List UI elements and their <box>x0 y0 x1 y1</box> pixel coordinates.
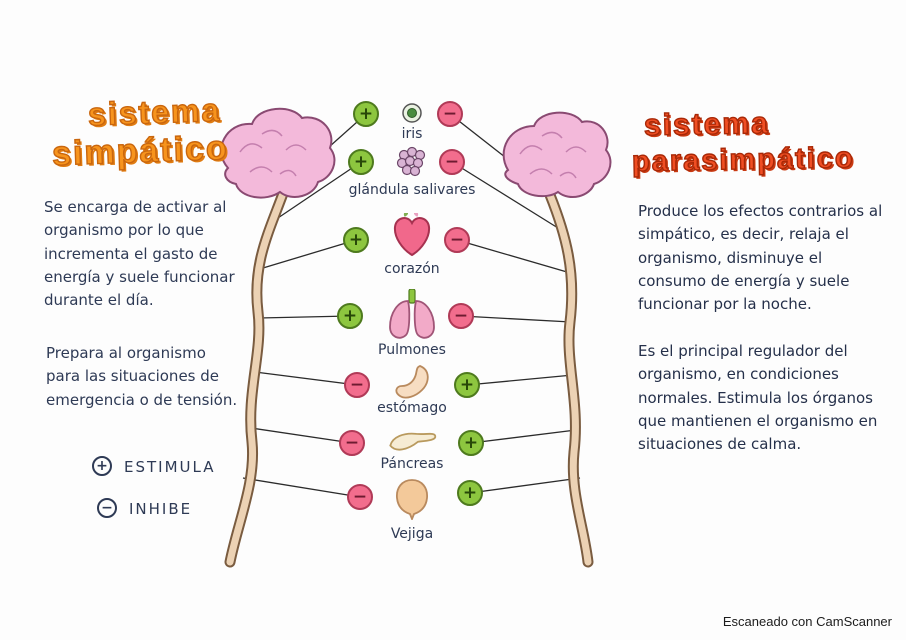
heart-inhibit-circle: − <box>444 227 470 253</box>
nerve-trunk-left <box>224 182 291 568</box>
minus-sign: − <box>453 306 469 326</box>
brain-left-icon <box>220 107 336 199</box>
plus-sign: + <box>348 230 364 250</box>
lungs-inhibit-circle: − <box>448 303 474 329</box>
bladder-stimulate-circle: + <box>457 480 483 506</box>
minus-sign: − <box>344 433 360 453</box>
left-title-line2: simpático <box>51 128 230 174</box>
plus-sign: + <box>358 104 374 124</box>
plus-sign: + <box>342 306 358 326</box>
legend-plus-icon: + <box>92 456 112 476</box>
legend-minus-icon: − <box>97 498 117 518</box>
legend-minus-symbol: − <box>101 500 113 516</box>
lungs-stimulate-circle: + <box>337 303 363 329</box>
iris-stimulate-circle: + <box>353 101 379 127</box>
brain-right-icon <box>502 111 612 199</box>
iris-inhibit-circle: − <box>437 101 463 127</box>
minus-sign: − <box>349 375 365 395</box>
right-paragraph-2: Es el principal regulador del organismo,… <box>638 342 878 453</box>
left-paragraph-1: Se encarga de activar al organismo por l… <box>44 198 235 309</box>
nerve-connectors-left <box>242 113 367 498</box>
lungs-label: Pulmones <box>378 342 446 358</box>
pancreas-icon <box>384 423 441 461</box>
heart-label: corazón <box>384 261 440 277</box>
stomach-inhibit-circle: − <box>344 372 370 398</box>
right-title-line2: parasimpático <box>631 141 856 178</box>
salivary-glands-label: glándula salivares <box>348 182 476 198</box>
bladder-label: Vejiga <box>390 526 434 542</box>
lungs-icon <box>384 288 440 345</box>
iris-icon <box>400 101 424 129</box>
salivary-stimulate-circle: + <box>348 149 374 175</box>
legend-plus-symbol: + <box>96 458 108 474</box>
plus-sign: + <box>353 152 369 172</box>
left-paragraph-2: Prepara al organismo para las situacione… <box>46 344 238 409</box>
iris-label: iris <box>401 126 423 142</box>
stomach-label: estómago <box>377 400 447 416</box>
plus-sign: + <box>459 375 475 395</box>
legend-stimulate-label: ESTIMULA <box>124 458 216 476</box>
minus-sign: − <box>442 104 458 124</box>
bladder-inhibit-circle: − <box>347 484 373 510</box>
nerve-trunk-right <box>544 189 594 568</box>
camscanner-note: Escaneado con CamScanner <box>722 614 892 629</box>
pancreas-label: Páncreas <box>380 456 444 472</box>
heart-stimulate-circle: + <box>343 227 369 253</box>
right-title-line1: sistema <box>643 106 771 143</box>
salivary-inhibit-circle: − <box>439 149 465 175</box>
stomach-stimulate-circle: + <box>454 372 480 398</box>
plus-sign: + <box>462 483 478 503</box>
minus-sign: − <box>449 230 465 250</box>
legend-inhibit-label: INHIBE <box>129 500 193 518</box>
pancreas-stimulate-circle: + <box>458 430 484 456</box>
nerve-connectors-right <box>449 113 581 494</box>
minus-sign: − <box>444 152 460 172</box>
plus-sign: + <box>463 433 479 453</box>
stomach-icon <box>390 364 434 406</box>
pancreas-inhibit-circle: − <box>339 430 365 456</box>
left-title-line1: sistema <box>87 91 223 133</box>
right-paragraph-1: Produce los efectos contrarios al simpát… <box>638 202 883 313</box>
bladder-icon <box>394 478 430 524</box>
salivary-glands-icon <box>394 146 430 182</box>
minus-sign: − <box>352 487 368 507</box>
heart-icon <box>388 211 436 263</box>
